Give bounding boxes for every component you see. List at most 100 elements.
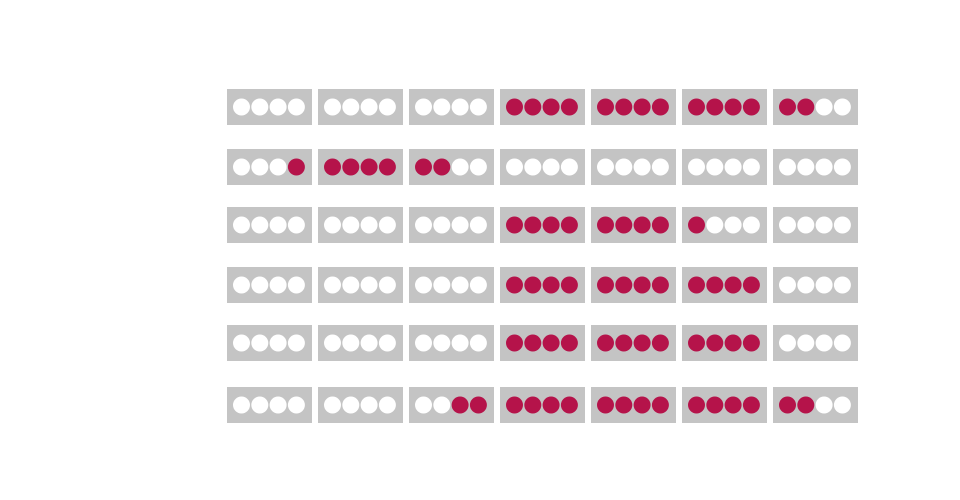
dot-empty [233,158,250,176]
dot-filled [651,216,669,234]
dot-empty [815,334,833,352]
cell-r6-c7 [773,387,858,423]
cell-r1-c2 [318,89,403,125]
dot-empty [378,216,396,234]
dot-empty [815,396,833,414]
dot-filled [597,334,614,352]
dot-filled [615,334,633,352]
cell-r2-c3 [409,149,494,185]
dot-filled [706,276,724,294]
dot-empty [451,276,469,294]
cell-r5-c6 [682,325,767,361]
dot-filled [633,276,651,294]
dot-filled [724,98,742,116]
dot-filled [542,98,560,116]
cell-r3-c5 [591,207,676,243]
dot-filled [469,396,487,414]
dot-filled [706,98,724,116]
cell-r6-c1 [227,387,312,423]
dot-filled [651,396,669,414]
dot-empty [797,216,815,234]
dot-empty [360,276,378,294]
dot-empty [815,98,833,116]
dot-filled [360,158,378,176]
dot-empty [251,98,269,116]
dot-filled [742,334,760,352]
dot-empty [342,98,360,116]
dot-filled [597,276,614,294]
cell-r3-c3 [409,207,494,243]
dot-empty [324,396,341,414]
dot-filled [597,216,614,234]
cell-r6-c6 [682,387,767,423]
dot-empty [378,334,396,352]
dot-empty [269,396,287,414]
dot-empty [269,216,287,234]
dot-filled [651,334,669,352]
dot-empty [251,396,269,414]
cell-r1-c3 [409,89,494,125]
dot-empty [360,98,378,116]
cell-r6-c3 [409,387,494,423]
dot-filled [742,276,760,294]
dot-empty [451,216,469,234]
dot-empty [415,98,432,116]
cell-r3-c2 [318,207,403,243]
cell-r6-c2 [318,387,403,423]
cell-r4-c4 [500,267,585,303]
dot-filled [542,276,560,294]
cell-r4-c3 [409,267,494,303]
dot-filled [542,216,560,234]
dot-empty [269,276,287,294]
dot-empty [415,396,432,414]
dot-filled [615,98,633,116]
dot-empty [451,98,469,116]
dot-empty [633,158,651,176]
dot-filled [287,158,305,176]
dot-empty [360,216,378,234]
dot-empty [251,276,269,294]
dot-empty [342,396,360,414]
cell-r4-c1 [227,267,312,303]
dot-empty [815,216,833,234]
dot-empty [360,334,378,352]
cell-r1-c5 [591,89,676,125]
cell-r5-c3 [409,325,494,361]
dot-filled [633,98,651,116]
dot-filled [524,334,542,352]
dot-empty [742,158,760,176]
dot-filled [506,216,523,234]
cell-r3-c6 [682,207,767,243]
dot-empty [342,216,360,234]
dot-filled [597,98,614,116]
dot-filled [615,396,633,414]
dot-empty [469,216,487,234]
dot-empty [415,276,432,294]
dot-empty [815,158,833,176]
dot-filled [797,396,815,414]
dot-empty [797,158,815,176]
cell-r6-c5 [591,387,676,423]
dot-filled [597,396,614,414]
dot-filled [433,158,451,176]
dot-empty [542,158,560,176]
dot-empty [833,276,851,294]
dot-empty [433,396,451,414]
dot-empty [342,276,360,294]
dot-empty [342,334,360,352]
cell-r2-c6 [682,149,767,185]
dot-filled [724,396,742,414]
dot-filled [779,98,796,116]
dot-empty [706,158,724,176]
cell-r4-c7 [773,267,858,303]
dot-empty [324,334,341,352]
dot-empty [433,276,451,294]
cell-r3-c4 [500,207,585,243]
dot-filled [560,98,578,116]
dot-empty [724,158,742,176]
dot-empty [233,216,250,234]
dot-filled [542,396,560,414]
dot-filled [688,334,705,352]
dot-empty [524,158,542,176]
